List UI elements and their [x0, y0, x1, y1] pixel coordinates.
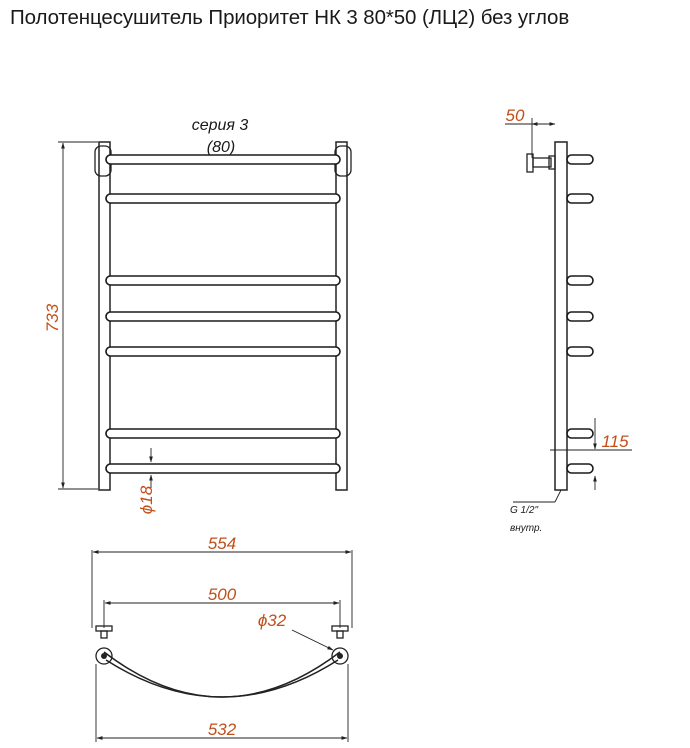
page-title: Полотенцесушитель Приоритет НК 3 80*50 (… — [10, 6, 570, 29]
crossbar-7 — [105, 463, 341, 474]
series-label: серия 3 — [192, 117, 249, 134]
center-distance-text: 500 — [208, 585, 237, 604]
right-riser-center — [337, 653, 343, 659]
right-riser-section — [331, 647, 349, 665]
pipe-dim-leader — [291, 629, 334, 651]
front-view: 733 ϕ18 серия 3 (80) — [43, 117, 352, 514]
pipe-dimension-text: ϕ32 — [258, 611, 287, 630]
crossbar-4 — [105, 311, 341, 322]
left-riser-section — [95, 647, 113, 665]
top-view: 554 500 ϕ32 532 — [91, 534, 353, 742]
side-bar-4 — [566, 311, 594, 322]
side-riser — [554, 141, 568, 491]
wall-mount-rod — [532, 157, 552, 168]
crossbar-6 — [105, 428, 341, 439]
height-dimension-text: 733 — [43, 303, 62, 332]
arc-width-text: 532 — [208, 720, 237, 739]
series-value: (80) — [207, 139, 235, 156]
side-bar-6 — [566, 428, 594, 439]
side-bar-3 — [566, 275, 594, 286]
side-bar-5 — [566, 346, 594, 357]
thread-note: внутр. — [510, 523, 542, 534]
side-bar-1 — [566, 154, 594, 165]
offset-dimension-text: 50 — [506, 106, 525, 125]
curved-bar-outer — [103, 651, 341, 698]
thread-label: G 1/2" — [510, 505, 538, 516]
left-riser-center — [101, 653, 107, 659]
side-view: 50 115 G 1/2" внутр. — [505, 106, 632, 534]
curved-bar-inner — [105, 659, 339, 698]
crossbar-1 — [105, 154, 341, 165]
crossbar-5 — [105, 346, 341, 357]
overall-width-text: 554 — [208, 534, 236, 553]
crossbar-2 — [105, 193, 341, 204]
top-mount-right-post — [336, 630, 344, 639]
top-mount-left-post — [100, 630, 108, 639]
depth-dimension-text: 115 — [601, 432, 629, 451]
thread-leader — [554, 489, 562, 503]
tube-dimension-text: ϕ18 — [137, 485, 156, 514]
crossbar-3 — [105, 275, 341, 286]
side-bar-2 — [566, 193, 594, 204]
side-bar-7 — [566, 463, 594, 474]
